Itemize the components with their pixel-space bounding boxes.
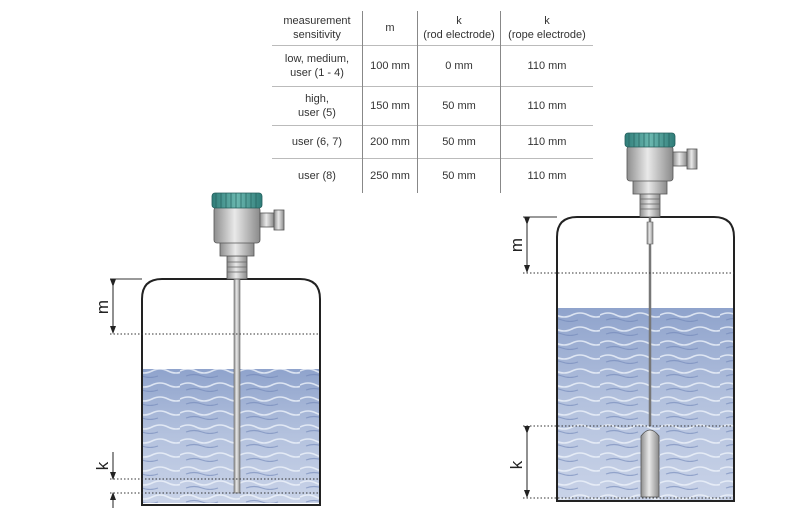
cell-k-rope: 110 mm (500, 45, 593, 87)
cell-m: 250 mm (362, 158, 418, 193)
right-k-dimension: k (507, 426, 530, 498)
left-tank-outline (141, 278, 321, 506)
cell-m: 150 mm (362, 86, 418, 126)
cell-sensitivity: user (8) (272, 158, 363, 193)
right-tank-assembly: m k (507, 132, 735, 502)
right-sensor-housing (624, 132, 698, 218)
cell-m: 200 mm (362, 125, 418, 159)
cell-k-rope: 110 mm (500, 86, 593, 126)
header-k-rope: k(rope electrode) (500, 11, 593, 46)
right-m-label: m (507, 238, 526, 252)
table-row: high,user (5) 150 mm 50 mm 110 mm (272, 86, 593, 126)
cell-sensitivity: high,user (5) (272, 86, 363, 126)
left-tank-water (142, 369, 320, 503)
cell-sensitivity: user (6, 7) (272, 125, 363, 159)
left-rod-electrode (233, 278, 241, 494)
cell-sensitivity: low, medium,user (1 - 4) (272, 45, 363, 87)
right-rope-weight (640, 429, 660, 498)
left-k-dimension: k (93, 452, 116, 508)
cell-k-rope: 110 mm (500, 125, 593, 159)
header-k-rod: k(rod electrode) (417, 11, 501, 46)
left-tank-assembly: m k (93, 192, 321, 508)
left-sensor-housing (211, 192, 285, 280)
right-m-dimension: m (507, 217, 530, 273)
cell-k-rope: 110 mm (500, 158, 593, 193)
table-row: low, medium,user (1 - 4) 100 mm 0 mm 110… (272, 45, 593, 87)
cell-k-rod: 50 mm (417, 86, 501, 126)
header-m: m (362, 11, 418, 46)
table-row: user (8) 250 mm 50 mm 110 mm (272, 158, 593, 193)
table-row: user (6, 7) 200 mm 50 mm 110 mm (272, 125, 593, 159)
right-tank-outline (556, 216, 735, 502)
left-k-label: k (93, 461, 112, 470)
left-m-dimension: m (93, 279, 116, 334)
cell-k-rod: 50 mm (417, 125, 501, 159)
left-m-label: m (93, 300, 112, 314)
cell-k-rod: 50 mm (417, 158, 501, 193)
cell-m: 100 mm (362, 45, 418, 87)
cell-k-rod: 0 mm (417, 45, 501, 87)
right-k-label: k (507, 460, 526, 469)
right-tank-water (557, 308, 734, 501)
